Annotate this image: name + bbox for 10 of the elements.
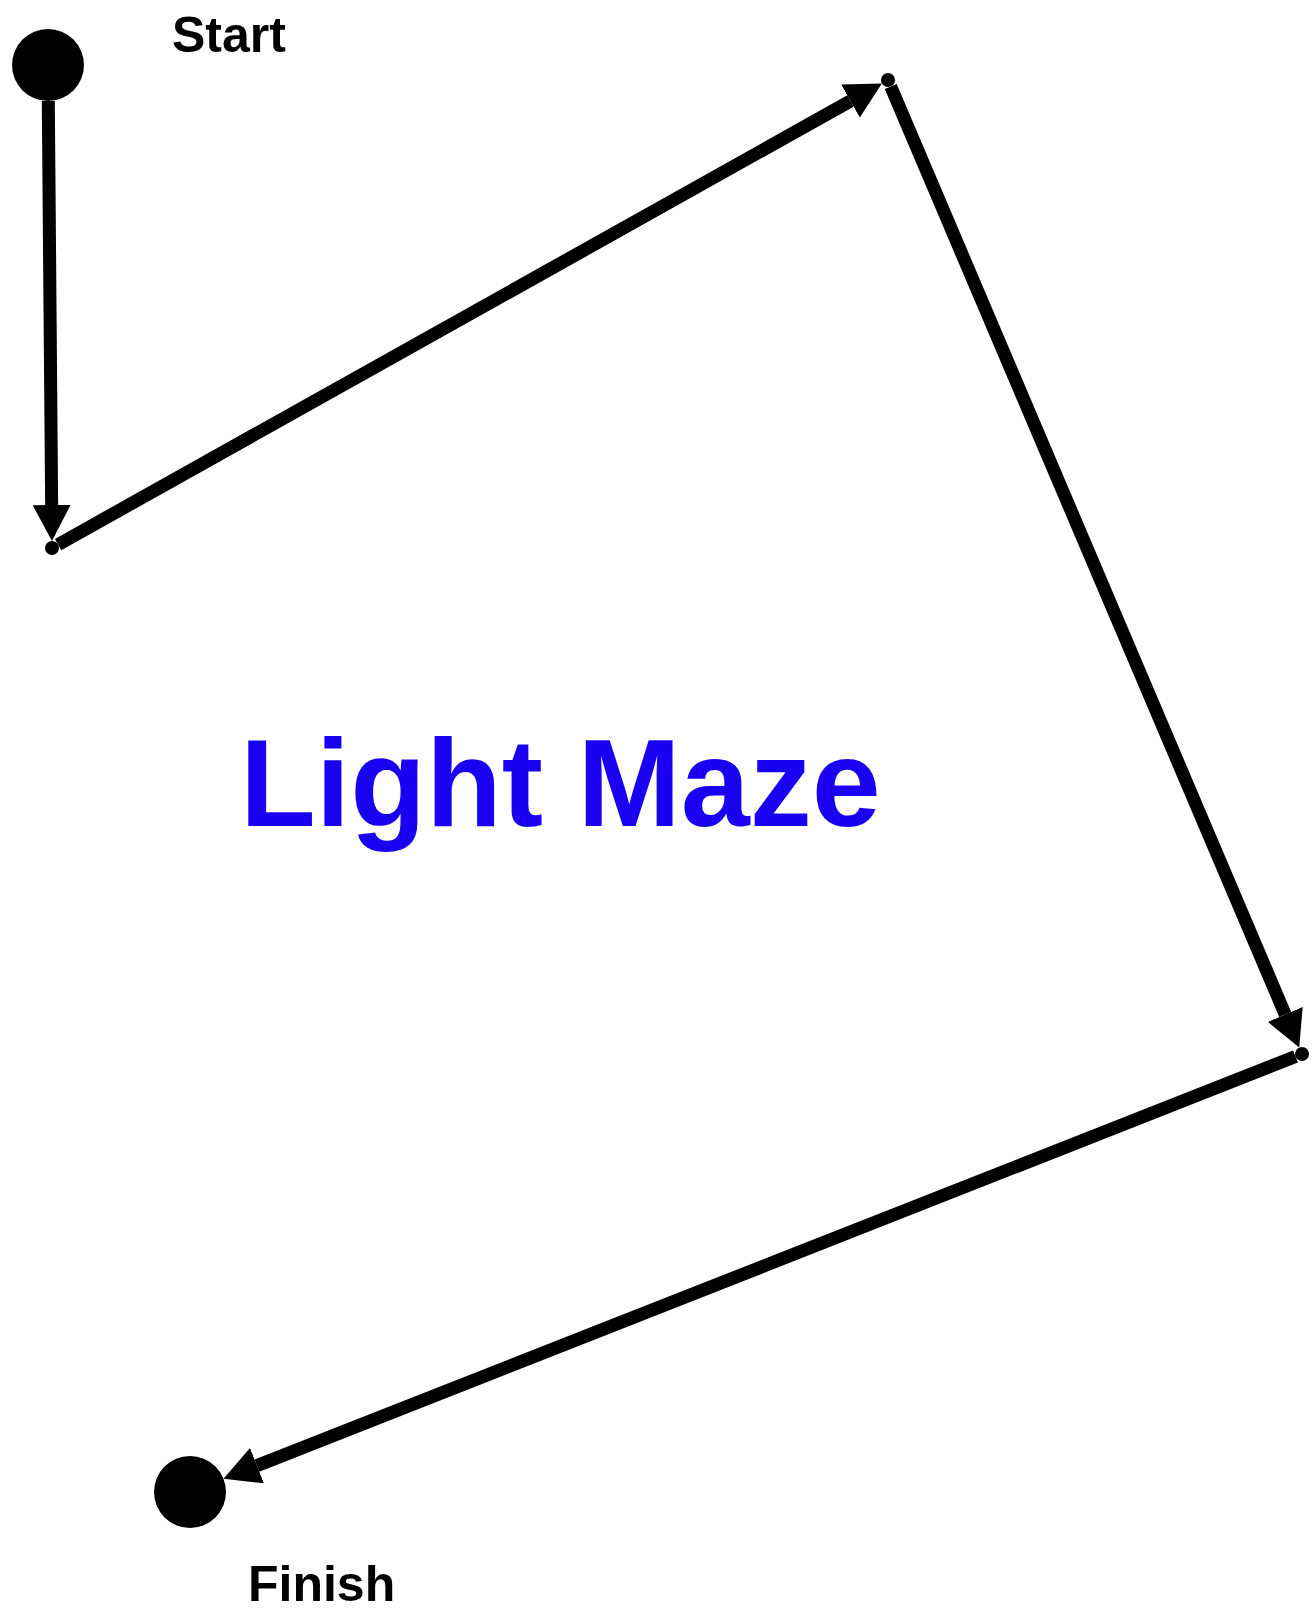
arrow (884, 83, 1303, 1048)
corner-point (881, 73, 895, 87)
point-label: Finish (248, 1555, 396, 1613)
arrow (54, 83, 882, 551)
arrow (223, 1050, 1298, 1484)
title: Light Maze (240, 713, 881, 854)
point-label: Start (172, 6, 286, 64)
corner-point (45, 541, 59, 555)
corner-point (1295, 1047, 1309, 1061)
arrow (32, 100, 71, 541)
